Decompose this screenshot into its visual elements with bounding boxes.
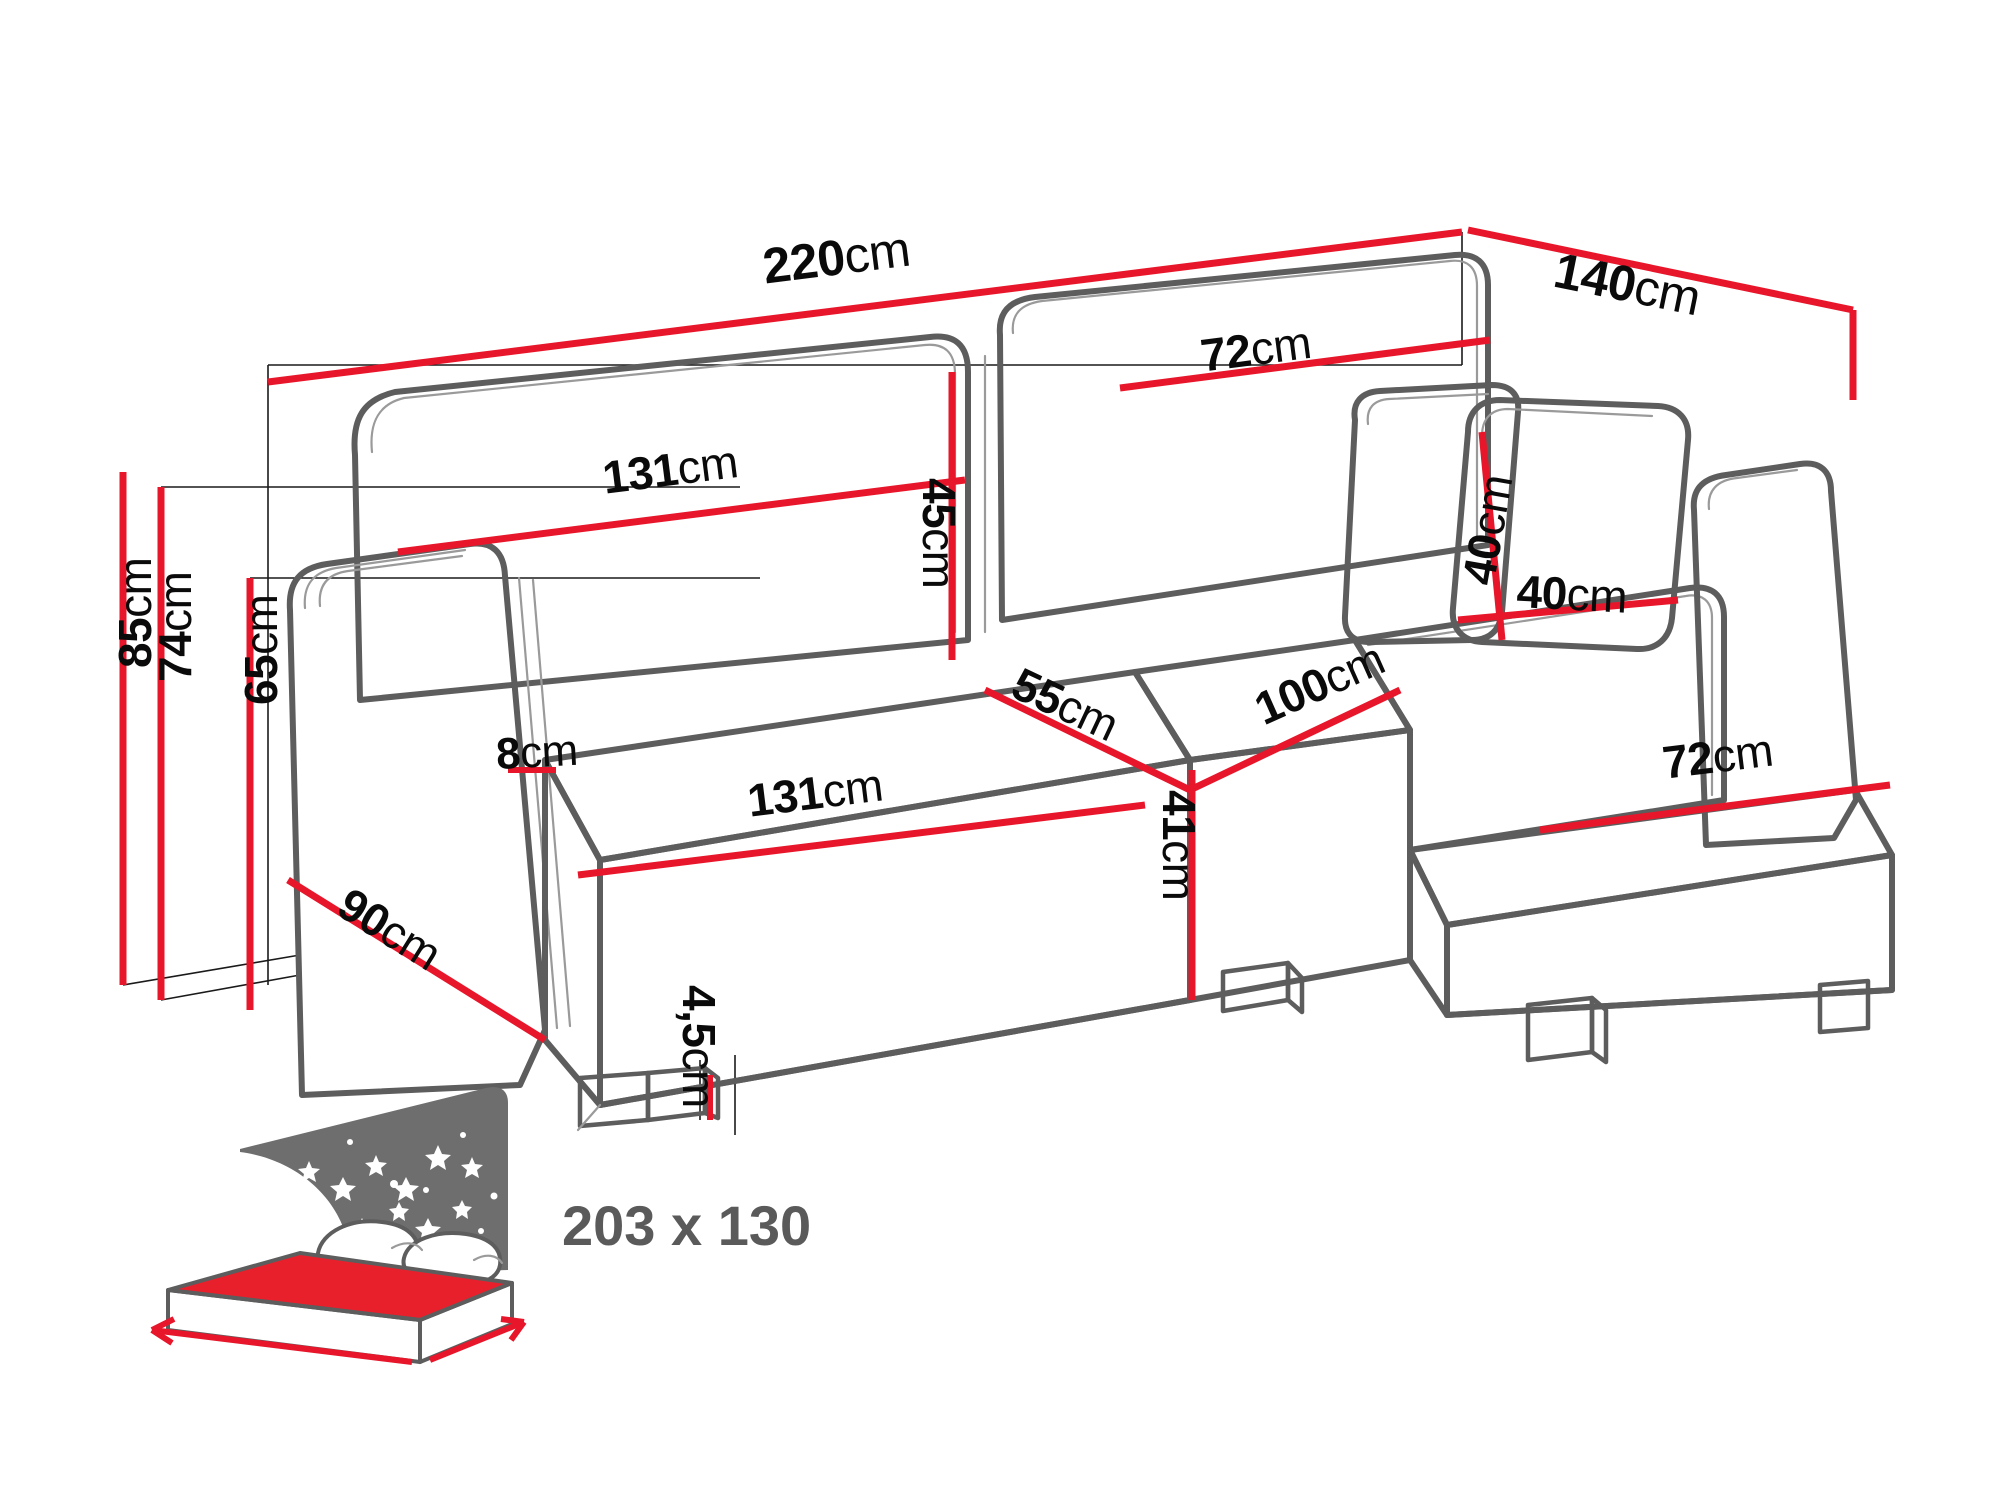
dimension-unit: cm [235,594,287,655]
dimension-unit: cm [1460,470,1523,540]
dimension-label-leg-height: 4,5cm [673,985,725,1108]
dimension-label-seat-height: 41cm [1153,790,1205,901]
dimension-label-height-armrest: 65cm [235,594,287,706]
dimension-value: 65 [235,654,287,705]
dimension-value: 131 [599,442,681,504]
dimension-value: 41 [1153,790,1205,841]
dimension-value: 131 [744,765,826,827]
dimension-unit: cm [673,1047,725,1108]
dimension-label-backrest-height: 45cm [913,478,965,589]
dimension-value: 40 [1515,565,1569,620]
sleeping-area-label: 203 x 130 [562,1194,812,1257]
sleeping-bed-icon [150,1087,527,1365]
dimension-unit: cm [149,571,201,632]
dimension-unit: cm [913,528,965,589]
dimension-label-chaise-seat-depth: 72cm [1659,723,1776,789]
dimension-value: 40 [1452,530,1512,589]
dimension-label-height-backrest-top: 74cm [149,571,201,683]
dimension-value: 74 [149,631,201,682]
dimension-unit: cm [1565,567,1629,623]
dimension-value: 8 [494,728,522,779]
dimension-label-backrest-right-width: 72cm [1197,315,1314,382]
dimension-value: 72 [1659,730,1716,789]
dimension-unit: cm [1153,840,1205,901]
dimension-lines [119,226,1891,1120]
dimension-unit: cm [840,220,914,285]
dimension-label-armrest-width: 8cm [494,725,579,779]
dimension-value: 45 [913,478,965,529]
dimension-label-pillow-width: 40cm [1515,565,1629,623]
dimension-unit: cm [1247,315,1314,376]
dimension-unit: cm [1709,723,1776,783]
dimension-value: 220 [759,228,848,295]
dimension-unit: cm [819,758,886,818]
dimension-value: 72 [1197,323,1255,382]
dimension-unit: cm [518,725,579,778]
dimension-unit: cm [674,435,741,495]
dimension-value: 4,5 [673,985,725,1048]
